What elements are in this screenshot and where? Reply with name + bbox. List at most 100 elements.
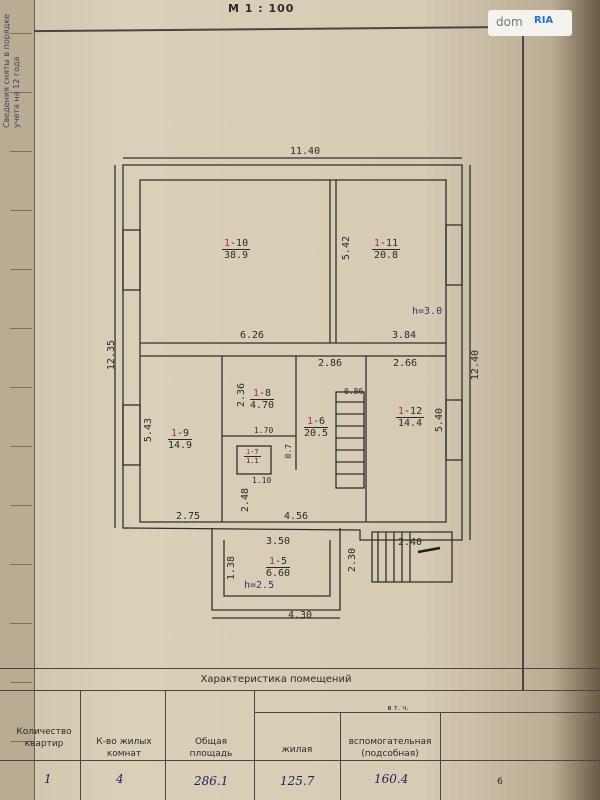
room-9-floor: 1 (171, 428, 178, 439)
dom-ria-watermark: dom RIA (488, 10, 572, 36)
value-living-area: 125.7 (280, 774, 315, 788)
inner-wall-offset (139, 179, 447, 523)
window-right-bot (445, 399, 463, 461)
room-5-floor: 1 (269, 556, 276, 567)
col-apartments: Количество квартир (16, 727, 72, 749)
porch-arrow (417, 546, 441, 554)
table-col-line-2 (165, 690, 166, 800)
watermark-dom: dom (496, 15, 523, 29)
watermark-ria: RIA (534, 15, 554, 26)
table-col-line-1 (80, 690, 81, 800)
dim-1-38: 1.38 (226, 556, 237, 581)
col-living-area: жилая (281, 745, 313, 755)
room-10-area: 38.9 (224, 250, 249, 261)
wc-box (236, 445, 272, 475)
window-left-top (122, 229, 141, 291)
table-subhead-line (254, 712, 600, 713)
dim-4-30: 4.30 (288, 610, 313, 621)
ceiling-height-bottom: h=2.5 (244, 580, 275, 591)
col-number-6: 6 (497, 777, 503, 787)
col-total-area: Общая площадь (189, 737, 233, 759)
dim-4-56: 4.56 (284, 511, 309, 522)
binder-lines (10, 0, 32, 800)
table-col-line-4 (340, 712, 341, 800)
room-8-floor: 1 (253, 388, 260, 399)
dim-1-70: 1.70 (254, 426, 274, 435)
room-7-floor: 1 (246, 448, 251, 456)
dim-5-42: 5.42 (341, 236, 352, 261)
dim-2-30: 2.30 (347, 548, 358, 573)
room-6-floor: 1 (307, 416, 314, 427)
outer-wall (122, 164, 463, 541)
stair (335, 391, 365, 489)
dim-5-43: 5.43 (143, 418, 154, 443)
dim-2-75: 2.75 (176, 511, 201, 522)
table-subhead: в т. ч. (387, 704, 409, 712)
dim-2-40: 2.40 (398, 537, 423, 548)
room-10-floor: 1 (224, 238, 231, 249)
dim-left-height: 12.35 (106, 340, 117, 371)
table-title: Характеристика помещений (200, 674, 352, 685)
binder-strip: Сведения сняты в порядке учета на 12 год… (0, 0, 35, 800)
room-8-num: -8 (259, 388, 272, 399)
room-7-area: 1.1 (246, 457, 259, 465)
porch (371, 531, 453, 583)
room-11-floor: 1 (374, 238, 381, 249)
dim-6-26: 6.26 (240, 330, 265, 341)
table-col-line-5 (440, 712, 441, 800)
dim-5-40: 5.40 (434, 408, 445, 433)
porch-steps (377, 532, 411, 582)
dim-1-10: 1.10 (252, 476, 272, 485)
ceiling-height-top: h=3.0 (412, 306, 443, 317)
dim-3-50: 3.50 (266, 536, 291, 547)
value-living-rooms: 4 (116, 772, 124, 786)
room-7-num: -7 (250, 448, 259, 456)
col-auxiliary-area: вспомогательная (подсобная) (348, 737, 432, 759)
dim-2-66: 2.66 (393, 358, 418, 369)
dim-right-height: 12.40 (470, 350, 481, 381)
room-9-area: 14.9 (168, 440, 193, 451)
window-right-top (445, 224, 463, 286)
dim-top-width: 11.40 (290, 146, 321, 157)
table-header-line (0, 760, 600, 761)
scale-label: М 1 : 100 (228, 2, 295, 15)
right-frame-line (522, 20, 524, 690)
room-12-num: -12 (404, 406, 423, 417)
window-left-bot (122, 404, 141, 466)
room-9-num: -9 (177, 428, 190, 439)
value-apartments: 1 (44, 772, 52, 786)
dim-2-48: 2.48 (240, 488, 251, 513)
room-5-num: -5 (275, 556, 288, 567)
annex-inner (223, 540, 331, 597)
room-8-area: 4.70 (250, 400, 275, 411)
dim-3-84: 3.84 (392, 330, 417, 341)
dim-2-86: 2.86 (318, 358, 343, 369)
room-12-floor: 1 (398, 406, 405, 417)
stair-steps (336, 401, 364, 475)
table-col-line-3 (254, 690, 255, 800)
dim-0-86: 0.86 (344, 387, 364, 396)
value-auxiliary-area: 160.4 (374, 772, 409, 786)
dim-0-7: 0.7 (284, 444, 293, 459)
dim-2-36: 2.36 (236, 383, 247, 408)
annex-5 (211, 528, 341, 611)
rooms-characteristics-table: Характеристика помещений в т. ч. Количес… (0, 668, 600, 800)
room-10-num: -10 (230, 238, 249, 249)
room-6-area: 20.5 (304, 428, 329, 439)
room-11-num: -11 (380, 238, 399, 249)
room-6-num: -6 (313, 416, 326, 427)
table-top-line (0, 668, 600, 669)
col-living-rooms: К-во жилых комнат (96, 737, 152, 759)
table-title-line (0, 690, 600, 691)
value-total-area: 286.1 (194, 774, 229, 788)
room-5-area: 6.60 (266, 568, 291, 579)
